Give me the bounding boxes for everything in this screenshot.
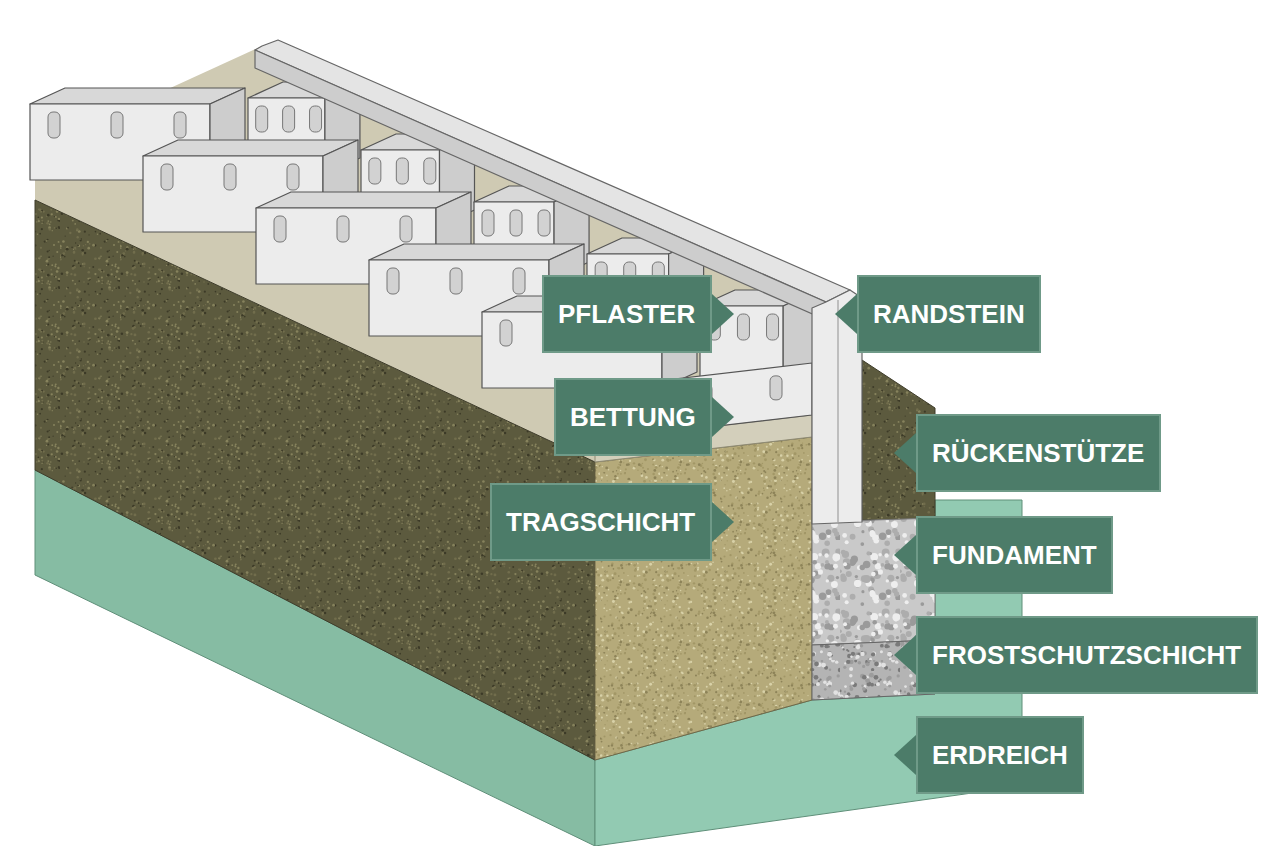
part-name: ERDREICH: [932, 740, 1068, 771]
tag-pointer-shape: [712, 294, 734, 334]
tag-pointer-shape: [894, 433, 916, 473]
tag-pointer-shape: [712, 502, 734, 542]
paver-slot: [161, 164, 173, 190]
tag-pointer-shape: [894, 735, 916, 775]
cross-section: [30, 40, 1022, 846]
callout-tag: BETTUNG: [554, 378, 712, 456]
part-name: RÜCKENSTÜTZE: [932, 438, 1144, 469]
paver-slot: [224, 164, 236, 190]
paver-slot: [400, 216, 412, 242]
tag-pointer: [712, 483, 734, 561]
curb-edge: [837, 300, 838, 522]
tag-pointer-shape: [894, 635, 916, 675]
part-name: FROSTSCHUTZSCHICHT: [932, 640, 1241, 671]
tag-pointer-shape: [894, 535, 916, 575]
paver-slot: [538, 210, 550, 236]
paver-slot: [510, 210, 522, 236]
part-name: PFLASTER: [558, 299, 695, 330]
callout-tag: PFLASTER: [542, 275, 712, 353]
part-name: RANDSTEIN: [873, 299, 1025, 330]
tag-pointer-shape: [712, 397, 734, 437]
curb-face: [812, 290, 862, 524]
paver-slot: [500, 320, 512, 346]
tag-pointer: [894, 616, 916, 694]
callout-tag: ERDREICH: [916, 716, 1084, 794]
paver-slot: [387, 268, 399, 294]
callout-tag: TRAGSCHICHT: [490, 483, 712, 561]
tag-pointer: [835, 275, 857, 353]
base-layer-side: [35, 200, 595, 760]
paver-slot: [48, 112, 60, 138]
paver-slot: [396, 158, 408, 184]
curb-top: [255, 40, 850, 302]
paver-slot: [174, 112, 186, 138]
paver-slot: [283, 106, 295, 132]
callout-tag: RÜCKENSTÜTZE: [916, 414, 1161, 492]
tag-pointer: [894, 516, 916, 594]
paver-slot: [274, 216, 286, 242]
part-name: FUNDAMENT: [932, 540, 1097, 571]
paver-slot: [450, 268, 462, 294]
paver-slot: [424, 158, 436, 184]
paver-slot: [287, 164, 299, 190]
paver-slot: [767, 314, 779, 340]
paver-slot: [513, 268, 525, 294]
callout-tag: RANDSTEIN: [857, 275, 1041, 353]
callout-tag: FUNDAMENT: [916, 516, 1113, 594]
part-name: BETTUNG: [570, 402, 696, 433]
callout-tag: FROSTSCHUTZSCHICHT: [916, 616, 1258, 694]
paver-slot: [310, 106, 322, 132]
paver-top: [143, 140, 358, 156]
tag-pointer: [712, 378, 734, 456]
paver-slot: [337, 216, 349, 242]
part-name: TRAGSCHICHT: [506, 507, 695, 538]
paver-slot: [770, 376, 782, 400]
paver-top: [30, 88, 245, 104]
curb-side: [255, 50, 826, 320]
paver-slot: [111, 112, 123, 138]
tag-pointer: [894, 414, 916, 492]
paver-top: [369, 244, 584, 260]
paver-slot: [369, 158, 381, 184]
paver-slot: [482, 210, 494, 236]
tag-pointer: [712, 275, 734, 353]
tag-pointer: [894, 716, 916, 794]
paver-slot: [737, 314, 749, 340]
tag-pointer-shape: [835, 294, 857, 334]
paver-slot: [256, 106, 268, 132]
paver-top: [256, 192, 471, 208]
